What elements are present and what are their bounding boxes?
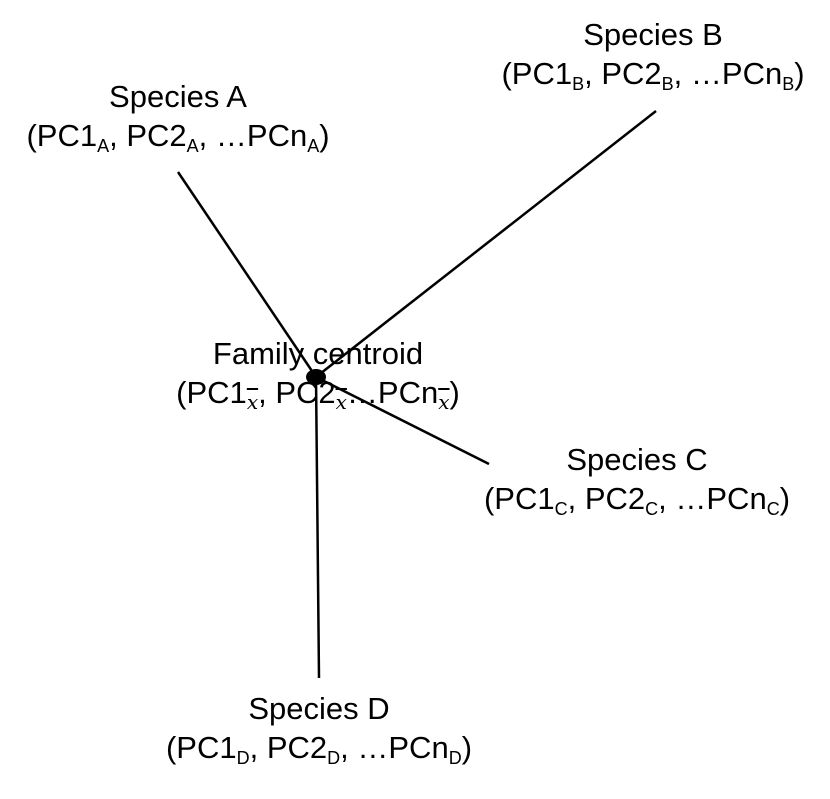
family-centroid-coords: (PC1x, PC2x…PCnx) — [176, 374, 460, 413]
coord-subscript: C — [554, 498, 568, 519]
species-a-name: Species A — [109, 79, 247, 114]
coord-part: , …PCn — [673, 55, 783, 91]
species-a-label: Species A (PC1A, PC2A, …PCnA) — [26, 78, 329, 156]
coord-subscript: A — [307, 135, 320, 156]
species-c-coords: (PC1C, PC2C, …PCnC) — [484, 480, 790, 519]
edge-centroid-species-d — [314, 376, 321, 679]
coord-part: (PC1 — [176, 374, 247, 410]
coord-part: , PC2 — [109, 117, 187, 153]
coord-part: , …PCn — [198, 117, 308, 153]
coord-subscript-xbar: x — [438, 389, 450, 414]
coord-subscript: D — [236, 747, 250, 768]
coord-part: ) — [319, 117, 330, 153]
family-centroid-name: Family centroid — [212, 336, 424, 371]
coord-part: ) — [779, 480, 791, 516]
coord-subscript: D — [327, 747, 341, 768]
species-c-label: Species C (PC1C, PC2C, …PCnC) — [484, 441, 790, 519]
centroid-dot — [306, 369, 326, 385]
coord-part: (PC1 — [26, 117, 98, 153]
coord-part: (PC1 — [165, 729, 237, 765]
coord-part: (PC1 — [483, 480, 555, 516]
coord-subscript: B — [572, 73, 585, 94]
coord-subscript-xbar: x — [246, 389, 259, 414]
coord-part: , PC2 — [249, 729, 328, 765]
coord-subscript: C — [645, 498, 659, 519]
species-b-name: Species B — [583, 17, 723, 52]
coord-part: , …PCn — [340, 729, 449, 765]
coord-part: (PC1 — [501, 55, 573, 91]
coord-subscript: C — [766, 498, 780, 519]
coord-subscript: B — [782, 73, 795, 94]
coord-subscript: D — [448, 747, 462, 768]
coord-part: , PC2 — [584, 55, 662, 91]
coord-subscript: A — [97, 135, 110, 156]
family-centroid-label: Family centroid (PC1x, PC2x…PCnx) — [176, 335, 460, 413]
coord-subscript: A — [186, 135, 199, 156]
coord-part: , PC2 — [567, 480, 646, 516]
coord-part: ) — [794, 55, 805, 91]
coord-part: , PC2 — [258, 374, 336, 410]
species-d-coords: (PC1D, PC2D, …PCnD) — [166, 729, 472, 768]
coord-part: , …PCn — [658, 480, 767, 516]
coord-part: ) — [461, 729, 473, 765]
edge-centroid-species-a — [176, 171, 318, 378]
edge-centroid-species-c — [315, 375, 490, 466]
coord-part: …PCn — [346, 374, 439, 410]
coord-subscript-xbar: x — [335, 389, 347, 414]
species-b-label: Species B (PC1B, PC2B, …PCnB) — [501, 16, 804, 94]
species-a-coords: (PC1A, PC2A, …PCnA) — [26, 117, 329, 156]
species-d-name: Species D — [248, 691, 390, 726]
species-c-name: Species C — [566, 442, 708, 477]
species-b-coords: (PC1B, PC2B, …PCnB) — [501, 55, 804, 94]
species-d-label: Species D (PC1D, PC2D, …PCnD) — [166, 690, 472, 768]
edge-centroid-species-b — [315, 110, 657, 378]
coord-part: ) — [449, 374, 460, 410]
coord-subscript: B — [661, 73, 674, 94]
